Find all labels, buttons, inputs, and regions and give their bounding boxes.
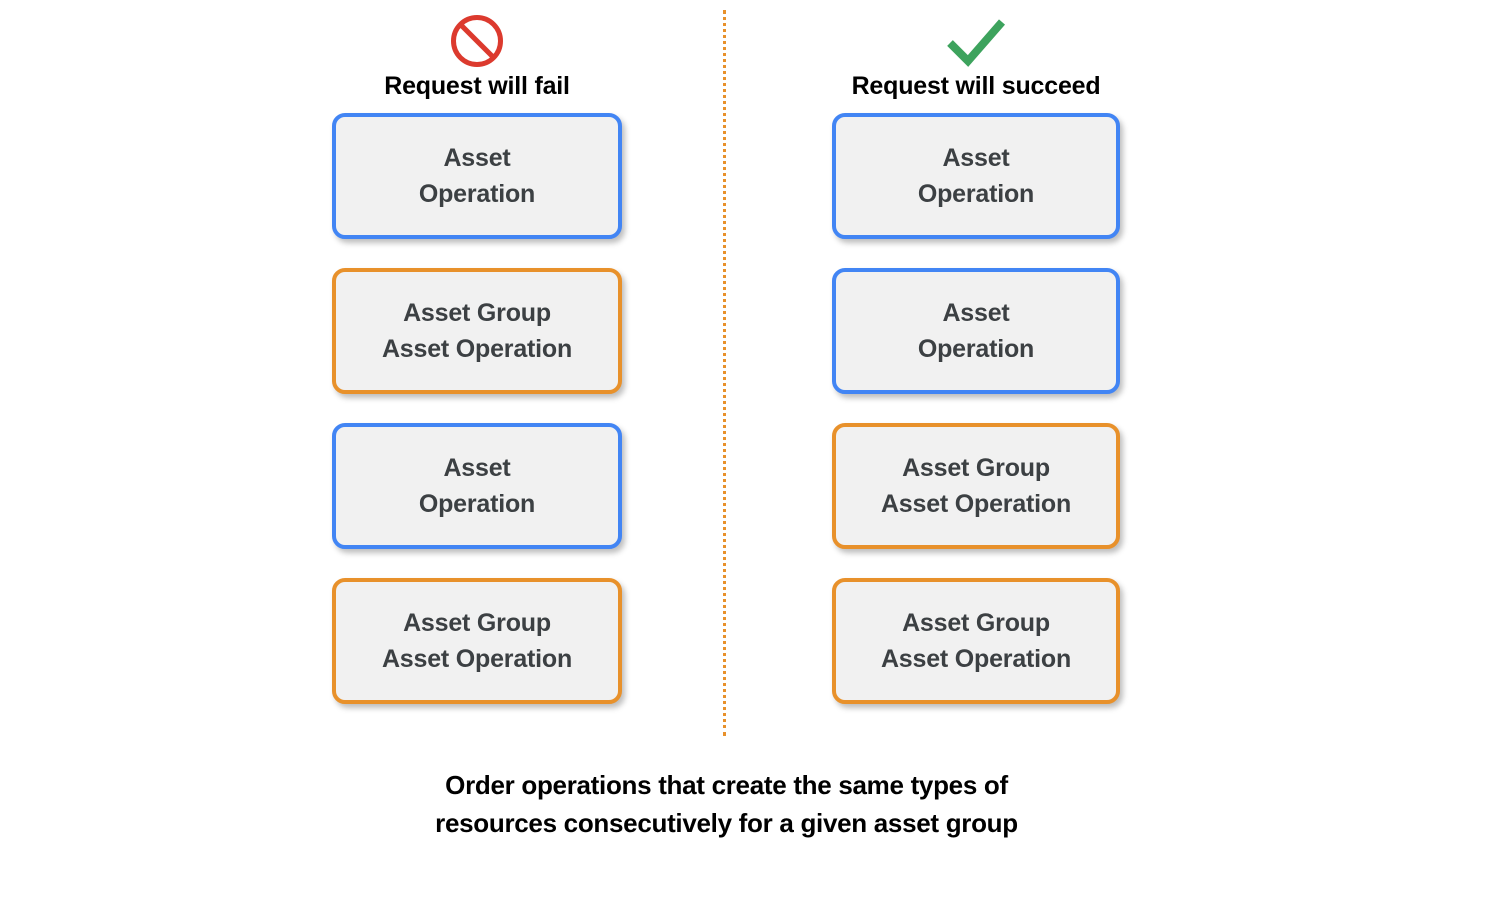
operation-box-label: Asset Group Asset Operation	[381, 299, 573, 363]
operation-box-label: Asset Group Asset Operation	[381, 609, 573, 673]
vertical-dotted-divider	[723, 10, 726, 736]
column-title-succeed: Request will succeed	[851, 72, 1101, 100]
column-title-fail: Request will fail	[384, 72, 570, 100]
operation-box[interactable]: Asset Group Asset Operation	[332, 578, 622, 704]
operation-box[interactable]: Asset Operation	[332, 113, 622, 239]
prohibition-icon	[312, 12, 642, 68]
operation-box[interactable]: Asset Operation	[832, 268, 1120, 394]
operation-box[interactable]: Asset Group Asset Operation	[832, 423, 1120, 549]
operation-stack-fail: Asset Operation Asset Group Asset Operat…	[332, 113, 622, 733]
operation-box-label: Asset Operation	[917, 144, 1035, 208]
operation-box-label: Asset Group Asset Operation	[880, 454, 1072, 518]
operation-box-label: Asset Operation	[917, 299, 1035, 363]
operation-box[interactable]: Asset Operation	[832, 113, 1120, 239]
operation-box[interactable]: Asset Group Asset Operation	[332, 268, 622, 394]
diagram-caption: Order operations that create the same ty…	[0, 766, 1453, 842]
operation-box-label: Asset Operation	[418, 144, 536, 208]
operation-box-label: Asset Group Asset Operation	[880, 609, 1072, 673]
operation-box-label: Asset Operation	[418, 454, 536, 518]
operation-stack-succeed: Asset Operation Asset Operation Asset Gr…	[832, 113, 1120, 733]
operation-box[interactable]: Asset Operation	[332, 423, 622, 549]
column-header-fail: Request will fail	[312, 12, 642, 100]
operation-box[interactable]: Asset Group Asset Operation	[832, 578, 1120, 704]
checkmark-icon	[811, 12, 1141, 68]
caption-line-1: Order operations that create the same ty…	[445, 770, 1008, 800]
caption-line-2: resources consecutively for a given asse…	[435, 808, 1018, 838]
column-header-succeed: Request will succeed	[811, 12, 1141, 100]
